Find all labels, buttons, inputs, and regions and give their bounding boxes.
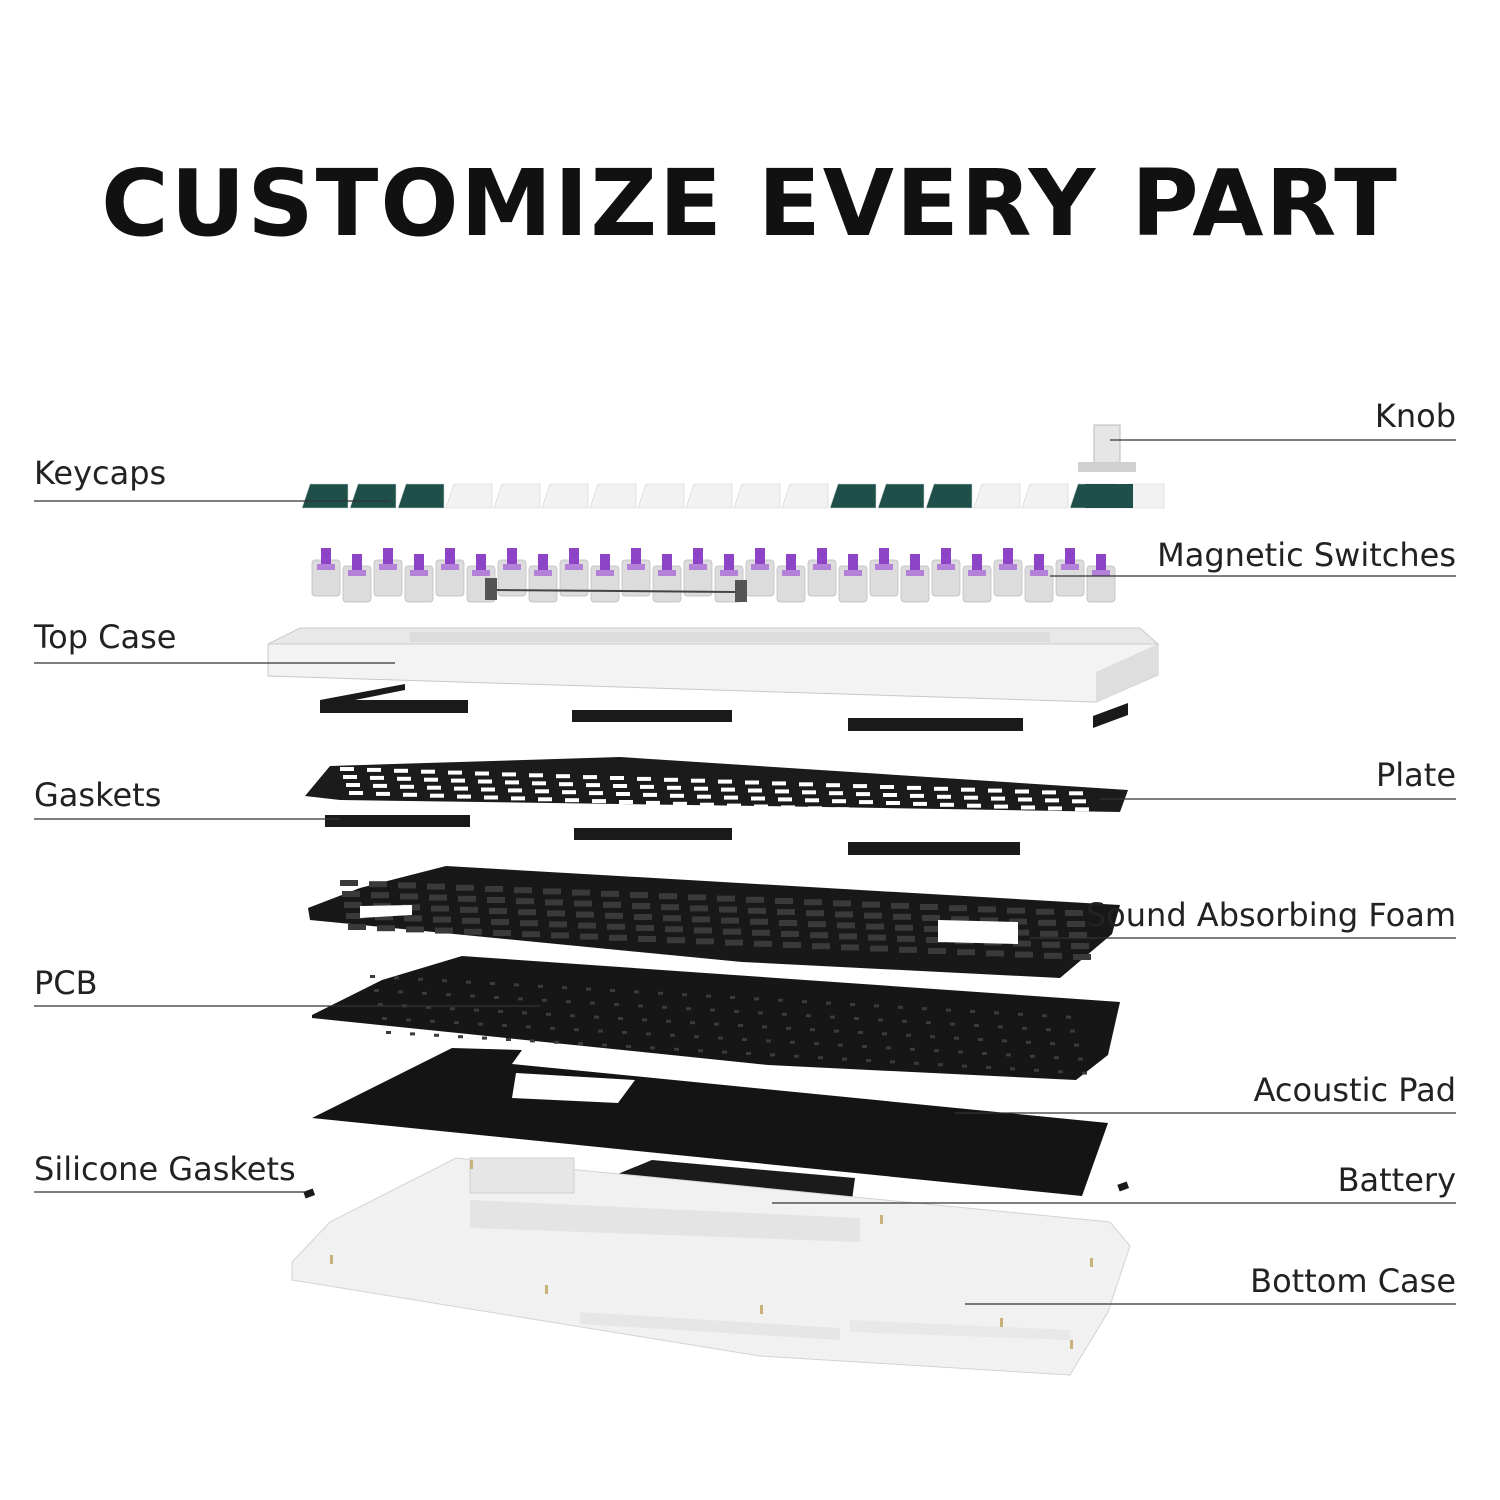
label-keycaps: Keycaps: [34, 454, 167, 492]
acoustic-pad-part: [312, 1048, 1108, 1196]
label-sound-absorbing-foam: Sound Absorbing Foam: [1085, 896, 1456, 934]
bottom-case-part: [291, 1157, 1131, 1376]
switches-part: [311, 548, 1116, 603]
label-gaskets: Gaskets: [34, 776, 162, 814]
plate-part: [305, 757, 1128, 820]
label-magnetic-switches: Magnetic Switches: [1157, 536, 1456, 574]
silicone-gaskets-part: [303, 1181, 1130, 1199]
page-title: CUSTOMIZE EVERY PART: [101, 150, 1399, 257]
knob-part: [1078, 424, 1136, 472]
label-top-case: Top Case: [34, 618, 177, 656]
label-silicone-gaskets: Silicone Gaskets: [34, 1150, 296, 1188]
label-battery: Battery: [1337, 1161, 1456, 1199]
label-acoustic-pad: Acoustic Pad: [1253, 1071, 1456, 1109]
top-case-part: [267, 627, 1160, 703]
label-pcb: PCB: [34, 964, 98, 1002]
lower-gaskets-part: [325, 815, 1020, 855]
upper-gaskets-part: [320, 684, 1128, 731]
keycaps-part: [301, 483, 1165, 509]
label-plate: Plate: [1375, 756, 1456, 794]
label-bottom-case: Bottom Case: [1250, 1262, 1456, 1300]
pcb-part: [312, 956, 1120, 1080]
foam-part: [308, 866, 1120, 978]
label-knob: Knob: [1374, 397, 1456, 435]
leader-lines: [34, 439, 1456, 1305]
